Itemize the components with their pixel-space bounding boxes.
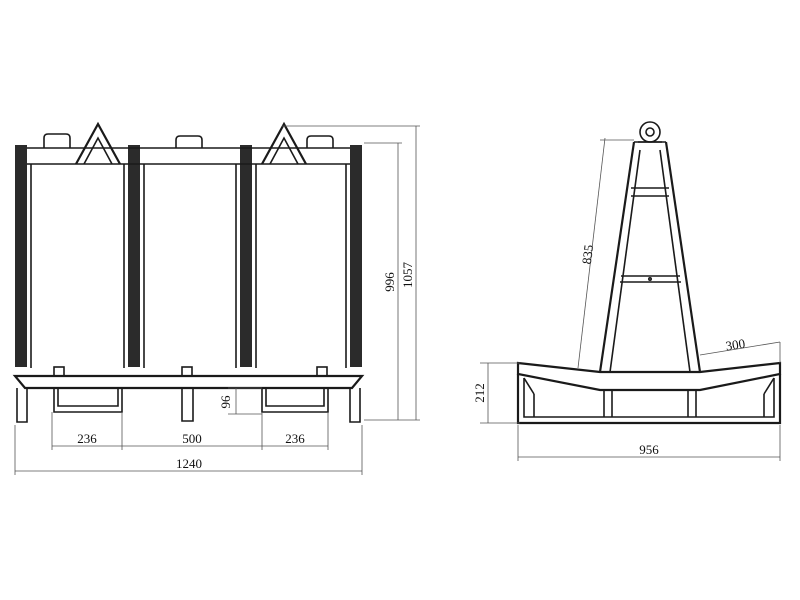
- front-feet: [16, 388, 361, 423]
- fork-pocket-left: [53, 388, 123, 413]
- side-lifting-lug: [638, 121, 662, 143]
- lifting-eye-right: [261, 121, 307, 165]
- side-dimension-lines: [480, 137, 781, 461]
- front-base-blocks: [53, 366, 328, 377]
- dim-arm-length: 300: [724, 336, 746, 354]
- front-view: 236 500 236 1240 96 996 1057: [12, 121, 420, 475]
- side-base-frame: [516, 374, 782, 425]
- dim-bay-left: 236: [77, 431, 97, 446]
- dim-height-total: 1057: [400, 262, 415, 289]
- side-a-frame: [598, 141, 702, 373]
- lifting-handle-center: [175, 135, 203, 148]
- lifting-handle-left: [43, 133, 71, 148]
- fork-pocket-right: [261, 388, 329, 413]
- dim-height-inner: 996: [382, 272, 397, 292]
- dim-foot-height: 96: [218, 395, 233, 409]
- side-base-beam: [516, 361, 782, 392]
- front-bay-panels: [30, 164, 347, 368]
- dim-base-height: 212: [472, 383, 487, 403]
- front-post-left: [15, 145, 27, 367]
- dim-frame-length: 835: [579, 244, 596, 265]
- lifting-eye-left: [75, 121, 121, 165]
- dim-bay-center: 500: [182, 431, 202, 446]
- dim-bay-right: 236: [285, 431, 305, 446]
- lifting-handle-right: [306, 135, 334, 148]
- front-post-center-right: [240, 145, 252, 367]
- front-post-center-left: [128, 145, 140, 367]
- front-base-beam: [12, 374, 365, 390]
- front-dimension-lines: [14, 125, 420, 475]
- dim-front-width: 1240: [176, 456, 202, 471]
- dim-base-width: 956: [639, 442, 659, 457]
- side-view: 835 300 212 956: [472, 121, 782, 461]
- front-post-right: [350, 145, 362, 367]
